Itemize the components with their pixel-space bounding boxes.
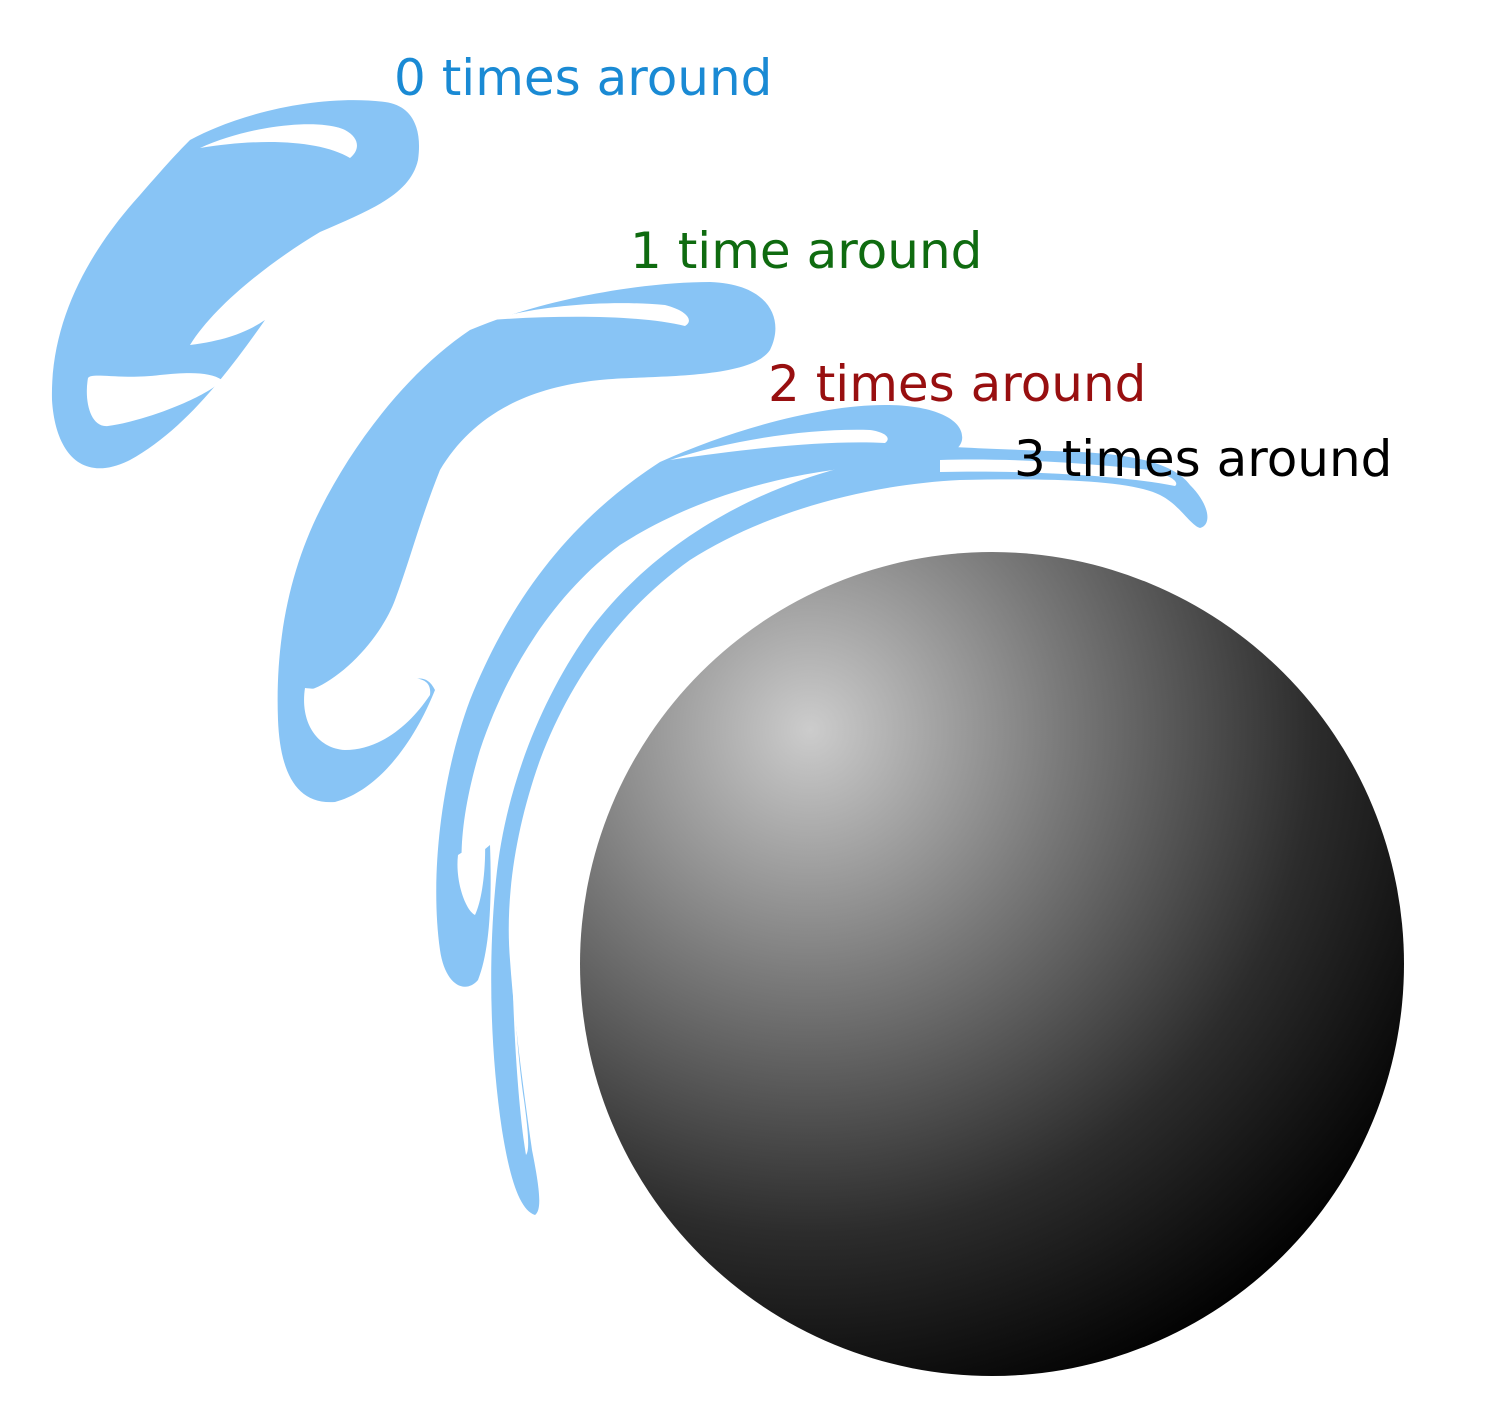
fluid-blob-stage3 xyxy=(491,445,1208,1215)
fluid-blob-stage1 xyxy=(277,282,776,803)
label-stage1: 1 time around xyxy=(630,222,982,280)
fluid-blob-stage2 xyxy=(436,405,963,987)
label-stage3: 3 times around xyxy=(1014,430,1392,488)
fluid-blob-stage0 xyxy=(51,100,420,469)
sphere xyxy=(580,552,1404,1376)
label-stage0: 0 times around xyxy=(394,49,772,107)
label-stage2: 2 times around xyxy=(768,355,1146,413)
